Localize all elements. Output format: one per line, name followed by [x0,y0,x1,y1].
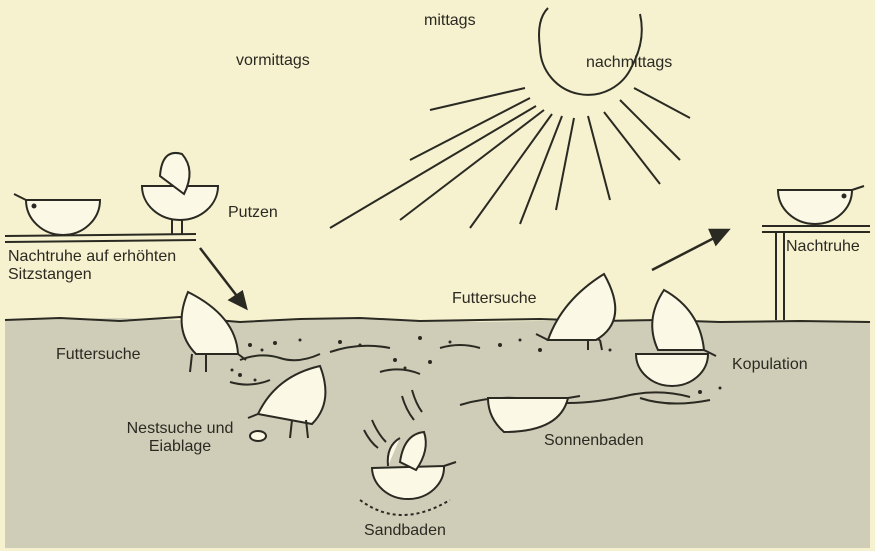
label-nachtruhe-left: Nachtruhe auf erhöhten Sitzstangen [8,248,208,284]
label-sandbaden: Sandbaden [364,522,446,540]
label-mittags: mittags [424,12,476,30]
label-kopulation: Kopulation [732,356,808,374]
egg [250,431,266,441]
label-nestsuche: Nestsuche und Eiablage [120,420,240,456]
label-nachtruhe-right: Nachtruhe [786,238,860,256]
label-putzen: Putzen [228,204,278,222]
label-nachmittags: nachmittags [586,54,672,72]
label-futtersuche-left: Futtersuche [56,346,140,364]
label-vormittags: vormittags [236,52,310,70]
label-sonnenbaden: Sonnenbaden [544,432,644,450]
label-futtersuche-mid: Futtersuche [452,290,536,308]
